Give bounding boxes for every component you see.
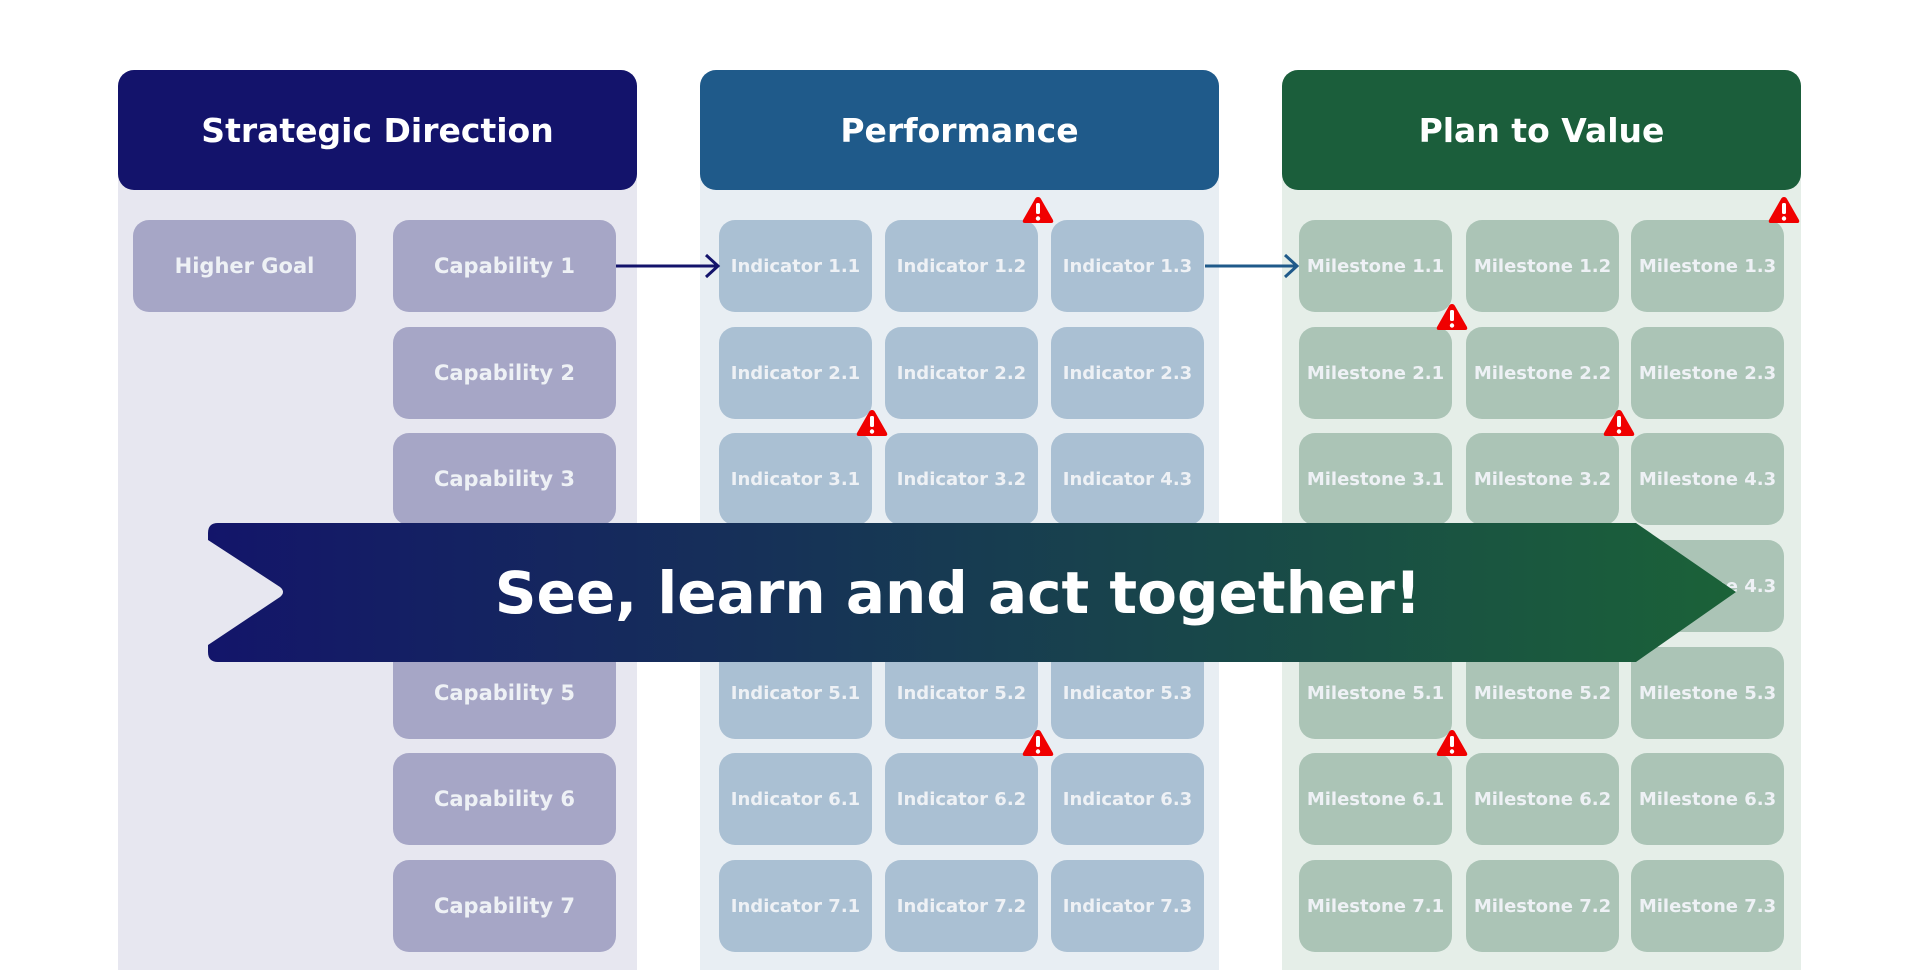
indicator-box[interactable]: Indicator 6.1 [719, 753, 872, 845]
higher-goal-box[interactable]: Higher Goal [133, 220, 356, 312]
milestone-box[interactable]: Milestone 7.1 [1299, 860, 1452, 952]
indicator-box[interactable]: Indicator 3.2 [885, 433, 1038, 525]
milestone-box[interactable]: Milestone 1.1 [1299, 220, 1452, 312]
indicator-box[interactable]: Indicator 6.3 [1051, 753, 1204, 845]
milestone-box[interactable]: Milestone 5.1 [1299, 647, 1452, 739]
indicator-box[interactable]: Indicator 2.1 [719, 327, 872, 419]
indicator-box[interactable]: Indicator 7.2 [885, 860, 1038, 952]
milestone-box[interactable]: Milestone 6.3 [1631, 753, 1784, 845]
capability-box[interactable]: Capability 3 [393, 433, 616, 525]
indicator-box[interactable]: Indicator 2.2 [885, 327, 1038, 419]
capability-box[interactable]: Capability 2 [393, 327, 616, 419]
milestone-box[interactable]: Milestone 3.2 [1466, 433, 1619, 525]
indicator-box[interactable]: Indicator 5.2 [885, 647, 1038, 739]
column-header-performance: Performance [700, 70, 1219, 190]
arrow-icon [616, 253, 721, 279]
warning-triangle-icon[interactable] [1021, 195, 1055, 225]
capability-box[interactable]: Capability 5 [393, 647, 616, 739]
milestone-box[interactable]: Milestone 1.3 [1631, 220, 1784, 312]
column-header-strategic-direction: Strategic Direction [118, 70, 637, 190]
arrow-icon [1205, 253, 1300, 279]
milestone-box[interactable]: Milestone 7.2 [1466, 860, 1619, 952]
indicator-box[interactable]: Indicator 1.1 [719, 220, 872, 312]
warning-triangle-icon[interactable] [855, 408, 889, 438]
warning-triangle-icon[interactable] [1602, 408, 1636, 438]
milestone-box[interactable]: Milestone 3.1 [1299, 433, 1452, 525]
milestone-box[interactable]: Milestone 2.2 [1466, 327, 1619, 419]
warning-triangle-icon[interactable] [1435, 728, 1469, 758]
milestone-box[interactable]: Milestone 2.3 [1631, 327, 1784, 419]
milestone-box[interactable]: Milestone 2.1 [1299, 327, 1452, 419]
indicator-box[interactable]: Indicator 4.3 [1051, 433, 1204, 525]
indicator-box[interactable]: Indicator 7.1 [719, 860, 872, 952]
capability-box[interactable]: Capability 6 [393, 753, 616, 845]
milestone-box[interactable]: Milestone 5.2 [1466, 647, 1619, 739]
milestone-box[interactable]: Milestone 6.2 [1466, 753, 1619, 845]
capability-box[interactable]: Capability 1 [393, 220, 616, 312]
indicator-box[interactable]: Indicator 5.3 [1051, 647, 1204, 739]
warning-triangle-icon[interactable] [1767, 195, 1801, 225]
indicator-box[interactable]: Indicator 5.1 [719, 647, 872, 739]
indicator-box[interactable]: Indicator 2.3 [1051, 327, 1204, 419]
indicator-box[interactable]: Indicator 1.3 [1051, 220, 1204, 312]
milestone-box[interactable]: Milestone 7.3 [1631, 860, 1784, 952]
indicator-box[interactable]: Indicator 7.3 [1051, 860, 1204, 952]
indicator-box[interactable]: Indicator 6.2 [885, 753, 1038, 845]
capability-box[interactable]: Capability 7 [393, 860, 616, 952]
milestone-box[interactable]: Milestone 6.1 [1299, 753, 1452, 845]
indicator-box[interactable]: Indicator 1.2 [885, 220, 1038, 312]
column-header-plan-to-value: Plan to Value [1282, 70, 1801, 190]
milestone-box[interactable]: Milestone 5.3 [1631, 647, 1784, 739]
banner-text: See, learn and act together! [494, 558, 1422, 627]
banner-ribbon [208, 523, 1736, 662]
milestone-box[interactable]: Milestone 4.3 [1631, 433, 1784, 525]
indicator-box[interactable]: Indicator 3.1 [719, 433, 872, 525]
warning-triangle-icon[interactable] [1021, 728, 1055, 758]
milestone-box[interactable]: Milestone 1.2 [1466, 220, 1619, 312]
warning-triangle-icon[interactable] [1435, 302, 1469, 332]
